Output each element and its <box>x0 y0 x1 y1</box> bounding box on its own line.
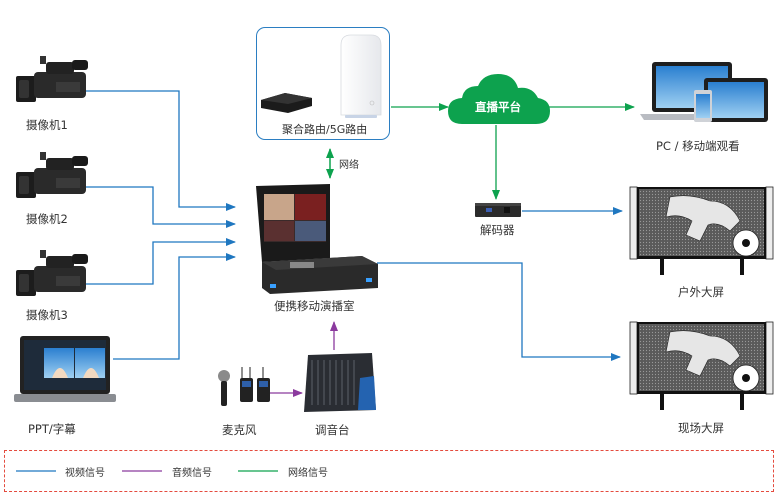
cloud-label: 直播平台 <box>475 100 521 114</box>
camera-icon <box>16 152 88 198</box>
devices-icon <box>640 62 768 122</box>
legend-label-video: 视频信号 <box>65 468 105 479</box>
viewers-label: PC / 移动端观看 <box>656 139 740 153</box>
venue-screen-label: 现场大屏 <box>678 421 724 435</box>
video-link-switcher-venue <box>377 262 621 361</box>
laptop-icon <box>14 336 116 402</box>
camera2-label: 摄像机2 <box>26 212 68 226</box>
portable-studio-icon <box>256 184 378 294</box>
audio-mixer-icon <box>304 353 376 412</box>
microphone-label: 麦克风 <box>222 423 257 437</box>
router-label: 聚合路由/5G路由 <box>282 123 368 136</box>
router-icon <box>261 34 382 118</box>
legend-label-network: 网络信号 <box>288 468 328 479</box>
camera1-label: 摄像机1 <box>26 118 68 132</box>
network-link-label: 网络 <box>339 160 359 171</box>
switcher-label: 便携移动演播室 <box>274 299 355 313</box>
outdoor-screen-label: 户外大屏 <box>678 285 724 299</box>
cloud-icon <box>448 74 550 124</box>
decoder-label: 解码器 <box>480 223 515 237</box>
camera-icon <box>16 56 88 102</box>
led-screen-icon <box>629 321 774 410</box>
ppt-label: PPT/字幕 <box>28 422 76 436</box>
legend-box <box>4 450 774 492</box>
microphone-icon <box>218 367 270 406</box>
legend-label-audio: 音频信号 <box>172 468 212 479</box>
video-link-ppt <box>113 253 236 360</box>
video-link-camera2 <box>86 186 236 228</box>
camera-icon <box>16 250 88 296</box>
decoder-icon <box>475 203 521 217</box>
mixer-label: 调音台 <box>315 423 350 437</box>
led-screen-icon <box>629 186 774 275</box>
video-link-camera3 <box>86 238 236 285</box>
video-link-camera1 <box>86 90 236 211</box>
camera3-label: 摄像机3 <box>26 308 68 322</box>
